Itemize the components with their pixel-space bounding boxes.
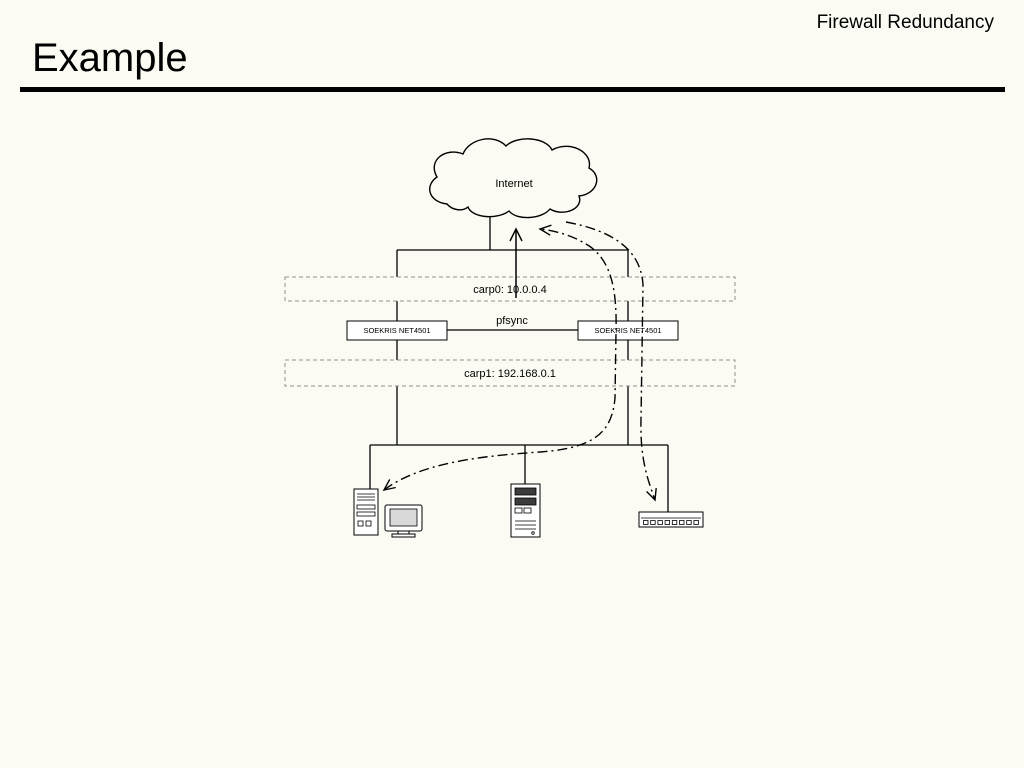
server-power-led (531, 531, 535, 535)
switch-port-3 (657, 520, 663, 525)
switch-chassis (638, 511, 704, 528)
arrowhead-at-switch-icon (646, 488, 657, 502)
switch-port-2 (650, 520, 656, 525)
internet-cloud-icon (429, 138, 598, 219)
carp1-group-box (284, 359, 736, 387)
switch-port-1 (643, 520, 649, 525)
switch-port-6 (679, 520, 685, 525)
failover-flow-internet-to-switch (565, 221, 657, 502)
pfsync-label: pfsync (496, 315, 528, 327)
pc-tower-vents (357, 493, 375, 501)
switch-port-8 (693, 520, 699, 525)
monitor-base (391, 533, 416, 538)
server-bay-2 (514, 497, 537, 506)
carp0-label: carp0: 10.0.0.4 (473, 284, 546, 296)
page-title: Example (32, 36, 188, 80)
switch-icon (638, 511, 704, 528)
switch-port-5 (671, 520, 678, 525)
failover-flow-path-1 (383, 228, 617, 491)
arrowhead-at-client-icon (382, 479, 396, 492)
network-links (369, 212, 669, 514)
uplink-arrow (509, 227, 523, 298)
title-rule (20, 87, 1005, 92)
server-slot-2 (523, 507, 532, 514)
client-computer-icon (353, 488, 423, 538)
pc-drive-bay-1 (356, 504, 376, 510)
switch-port-4 (664, 520, 670, 525)
pc-drive-bay-2 (356, 511, 376, 517)
server-slot-1 (514, 507, 523, 514)
failover-flow-client-to-internet (382, 224, 617, 492)
uplink-arrowhead-icon (509, 227, 523, 242)
carp0-group-box (284, 276, 736, 302)
firewall-left-box (346, 320, 448, 341)
firewall-left-label: SOEKRIS NET4501 (363, 326, 430, 335)
arrowhead-at-internet-icon (538, 224, 552, 236)
switch-port-7 (686, 520, 692, 525)
slide-header-label: Firewall Redundancy (816, 12, 994, 33)
pc-button-1 (357, 520, 364, 527)
firewall-right-label: SOEKRIS NET4501 (594, 326, 661, 335)
server-bay-1 (514, 487, 537, 496)
server-icon (510, 483, 541, 538)
carp1-label: carp1: 192.168.0.1 (464, 368, 556, 380)
monitor-screen (389, 508, 418, 527)
firewall-right-box (577, 320, 679, 341)
pc-button-2 (365, 520, 372, 527)
internet-label: Internet (495, 178, 532, 190)
server-vents (515, 520, 536, 530)
failover-flow-path-2 (565, 221, 656, 501)
